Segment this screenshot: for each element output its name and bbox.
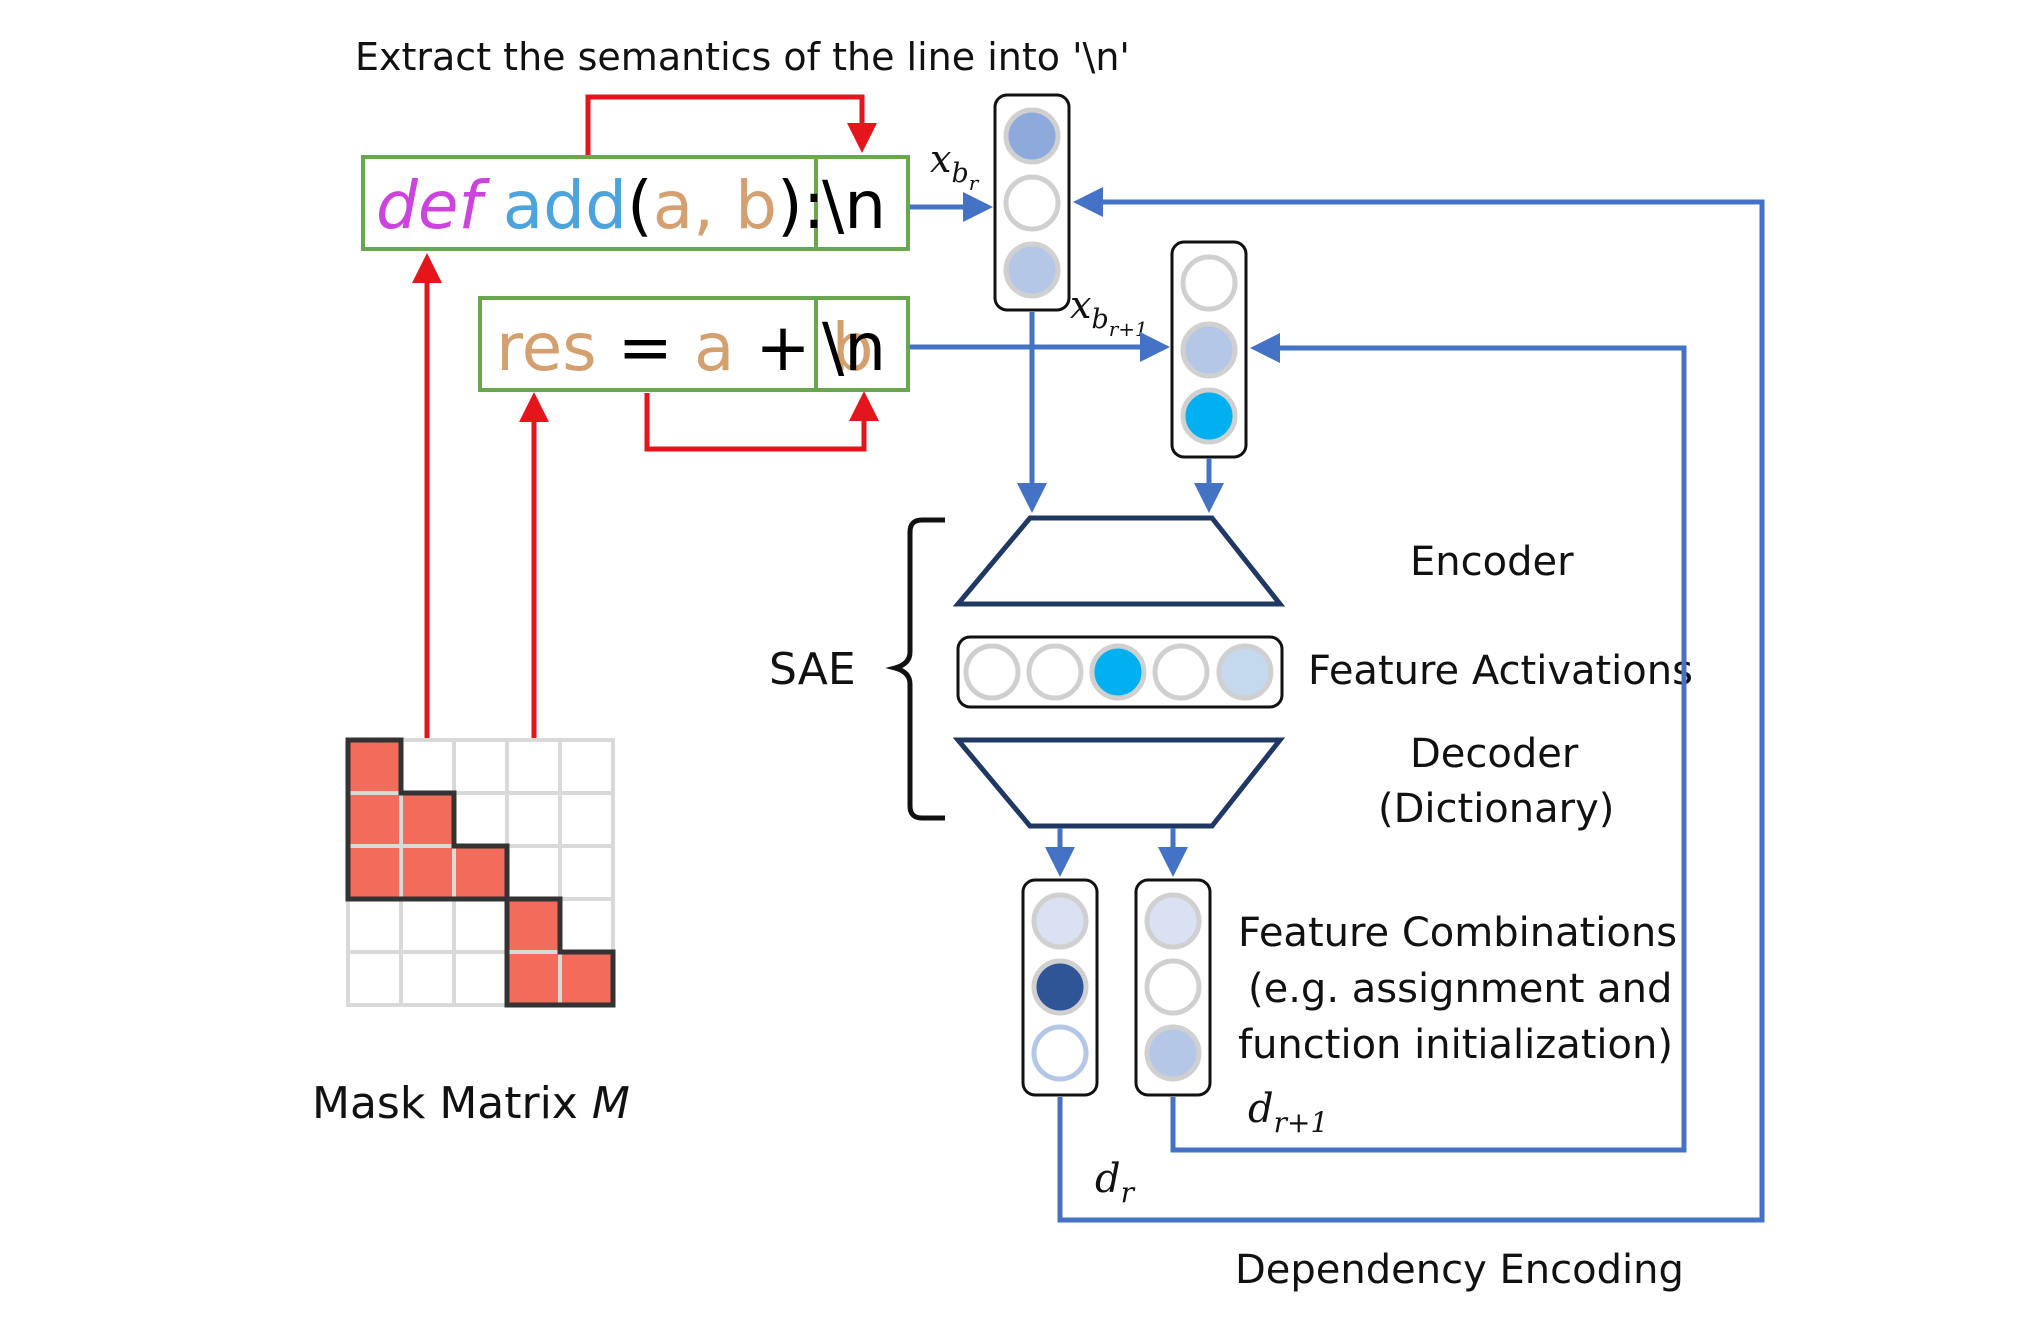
mask-cell-empty bbox=[346, 897, 403, 954]
param-b: b bbox=[735, 167, 777, 244]
newline-token-2: \n bbox=[822, 309, 886, 386]
mask-cell-filled bbox=[346, 844, 403, 901]
dr-cell-2 bbox=[1031, 958, 1089, 1016]
dr-cell-1 bbox=[1031, 892, 1089, 950]
mask-cell-filled bbox=[558, 950, 615, 1007]
xbr-cell-3 bbox=[1003, 241, 1061, 299]
mask-cell-filled bbox=[505, 950, 562, 1007]
decoder-shape bbox=[952, 737, 1286, 829]
code-line2-box bbox=[478, 296, 910, 392]
mask-cell-empty bbox=[505, 738, 562, 795]
mask-matrix-label: Mask Matrix M bbox=[312, 1078, 630, 1129]
newline-token-1: \n bbox=[822, 167, 886, 244]
mask-cell-filled bbox=[346, 791, 403, 848]
op-eq: = bbox=[597, 309, 694, 386]
func-name: add bbox=[503, 167, 627, 244]
mask-matrix bbox=[345, 737, 616, 1008]
dr1-cell-2 bbox=[1144, 958, 1202, 1016]
xbr-cell-2 bbox=[1003, 174, 1061, 232]
keyword-def: def bbox=[376, 167, 491, 244]
code-line1-box bbox=[361, 155, 910, 251]
decoder-label: Decoder bbox=[1410, 731, 1579, 777]
dr1-cell-3 bbox=[1144, 1024, 1202, 1082]
paren-close: ): bbox=[777, 167, 825, 244]
diagram-title: Extract the semantics of the line into '… bbox=[355, 35, 1130, 79]
x-br1-label: xbr+1 bbox=[1070, 283, 1148, 341]
decoder-dictionary-label: (Dictionary) bbox=[1378, 786, 1614, 832]
extract-arrow-line2 bbox=[644, 391, 879, 452]
dependency-loop-dr bbox=[1057, 187, 1765, 1223]
mask-cell-empty bbox=[452, 738, 509, 795]
activation-cell-4 bbox=[1152, 643, 1210, 701]
mask-cell-filled bbox=[399, 791, 456, 848]
mask-cell-empty bbox=[399, 897, 456, 954]
activation-cell-1 bbox=[963, 643, 1021, 701]
activation-cell-5 bbox=[1216, 643, 1274, 701]
feature-activations-label: Feature Activations bbox=[1308, 648, 1693, 694]
mask-cell-empty bbox=[452, 897, 509, 954]
xbr1-cell-3 bbox=[1180, 387, 1238, 445]
dr1-cell-1 bbox=[1144, 892, 1202, 950]
extract-arrow-line1 bbox=[585, 94, 877, 155]
mask-cell-empty bbox=[505, 844, 562, 901]
mask-cell-empty bbox=[558, 897, 615, 954]
code-line2: res = a + b bbox=[496, 309, 874, 386]
x-br-label: xbr bbox=[930, 137, 980, 195]
mask-cell-filled bbox=[399, 844, 456, 901]
dr-label: dr bbox=[1095, 1156, 1136, 1209]
mask-cell-empty bbox=[558, 738, 615, 795]
code-line1: def add(a, b): bbox=[376, 167, 825, 244]
xbr1-cell-1 bbox=[1180, 254, 1238, 312]
feature-combinations-line2: (e.g. assignment and bbox=[1248, 966, 1672, 1012]
dependency-encoding-label: Dependency Encoding bbox=[1235, 1247, 1684, 1293]
dr-cell-3 bbox=[1031, 1024, 1089, 1082]
xbr1-cell-2 bbox=[1180, 321, 1238, 379]
paren-open: ( bbox=[627, 167, 653, 244]
feature-combinations-line1: Feature Combinations bbox=[1238, 910, 1677, 956]
mask-cell-empty bbox=[399, 738, 456, 795]
activation-cell-2 bbox=[1026, 643, 1084, 701]
var-res: res bbox=[496, 309, 597, 386]
mask-cell-empty bbox=[452, 791, 509, 848]
encoder-shape bbox=[952, 515, 1286, 607]
mask-cell-filled bbox=[346, 738, 403, 795]
encoder-label: Encoder bbox=[1410, 539, 1574, 585]
mask-cell-empty bbox=[558, 844, 615, 901]
mask-cell-filled bbox=[505, 897, 562, 954]
param-a: a, bbox=[653, 167, 714, 244]
xbr-cell-1 bbox=[1003, 107, 1061, 165]
dependency-loop-dr1 bbox=[1170, 333, 1687, 1153]
mask-cell-empty bbox=[452, 950, 509, 1007]
var-a: a bbox=[694, 309, 734, 386]
mask-cell-empty bbox=[399, 950, 456, 1007]
mask-cell-filled bbox=[452, 844, 509, 901]
sae-brace bbox=[885, 517, 945, 821]
sae-label: SAE bbox=[769, 644, 856, 695]
var-b: b bbox=[832, 309, 874, 386]
mask-cell-empty bbox=[505, 791, 562, 848]
op-plus: + bbox=[734, 309, 831, 386]
mask-cell-empty bbox=[558, 791, 615, 848]
feature-combinations-line3: function initialization) bbox=[1238, 1022, 1673, 1068]
mask-block-outline-1 bbox=[345, 737, 510, 902]
activation-cell-3 bbox=[1089, 643, 1147, 701]
dr1-label: dr+1 bbox=[1248, 1086, 1328, 1139]
mask-cell-empty bbox=[346, 950, 403, 1007]
mask-block-outline-2 bbox=[504, 896, 616, 1008]
